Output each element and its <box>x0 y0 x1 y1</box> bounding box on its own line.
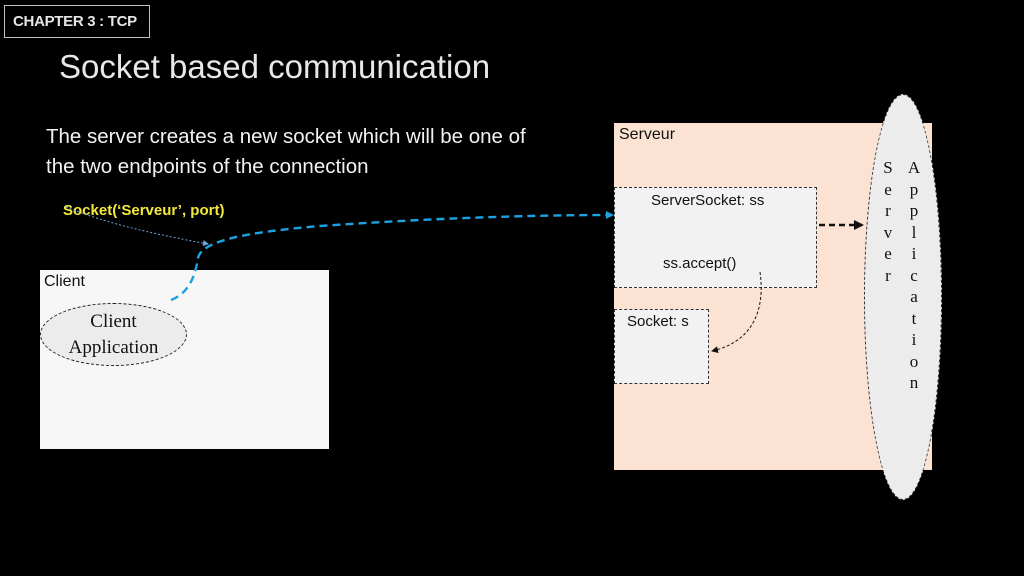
vertical-letter: r <box>885 265 891 285</box>
socket-s-label: Socket: s <box>627 313 689 330</box>
chapter-tag: CHAPTER 3 : TCP <box>4 5 150 38</box>
client-application-ellipse: Client Application <box>40 303 187 366</box>
server-socket-box <box>614 187 817 288</box>
vertical-letter: A <box>907 158 921 177</box>
socket-s-box <box>614 309 709 384</box>
client-app-line-1: Client <box>90 310 137 332</box>
client-label: Client <box>44 273 85 290</box>
server-application-ellipse <box>864 94 942 500</box>
socket-call-annotation: Socket(‘Serveur’, port) <box>63 202 225 219</box>
server-label: Serveur <box>619 126 676 143</box>
annotation-pointer <box>65 206 209 247</box>
vertical-letter: i <box>911 244 917 263</box>
description-line-2: the two endpoints of the connection <box>46 155 369 178</box>
vertical-letter: p <box>909 201 919 220</box>
vertical-letter: o <box>909 351 919 371</box>
vertical-letter: n <box>909 373 919 392</box>
vertical-letter: l <box>911 222 917 242</box>
vertical-letter: S <box>883 158 893 177</box>
accept-call-label: ss.accept() <box>663 255 737 272</box>
vertical-letter: r <box>885 201 891 220</box>
client-app-line-2: Application <box>68 336 159 358</box>
vertical-letter: c <box>910 265 918 285</box>
vertical-letter: p <box>909 179 919 199</box>
vertical-letter: e <box>884 244 892 263</box>
slide-title: Socket based communication <box>59 48 491 85</box>
vertical-letter: i <box>911 330 917 349</box>
connection-line <box>170 211 614 302</box>
accept-to-socket-arrow <box>711 271 762 354</box>
vertical-letter: e <box>884 179 892 199</box>
vertical-letter: v <box>883 222 893 242</box>
vertical-letter: t <box>911 308 917 328</box>
server-socket-label: ServerSocket: ss <box>651 192 765 209</box>
description-line-1: The server creates a new socket which wi… <box>46 125 526 148</box>
vertical-letter: a <box>910 287 918 306</box>
